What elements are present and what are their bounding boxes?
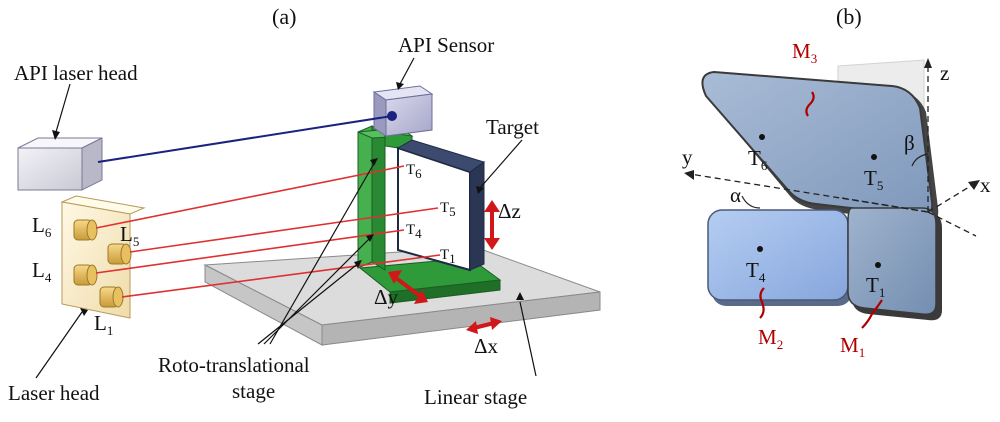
axis-z-label: z [940,61,949,85]
mirror-m2 [707,209,852,306]
target-point-t4: T4 [406,222,422,241]
api-sensor-label: API Sensor [398,33,494,57]
alpha-label: α [730,183,741,207]
api-laser-head [17,137,103,191]
mirror-point-t1: T1 [866,273,885,300]
laser-emitter-l1 [99,286,124,308]
mirror-m1 [847,207,942,321]
axis-ref-line-2 [841,197,929,213]
axis-y-label: y [682,145,693,169]
panel-b-label: (b) [836,4,862,29]
callout-lines [35,57,537,379]
axis-y-line [689,173,929,213]
laser-head-label: Laser head [8,381,100,405]
beta-arc [911,153,929,167]
axes [689,64,977,237]
laser-emitter-l4 [73,264,98,286]
mirror-m3 [701,70,939,224]
laser-beams [95,165,441,298]
laser-emitter-l6 [73,219,98,241]
laser-emitter-l5 [107,243,132,265]
roto-translational-label-line1: Roto-translational [158,353,310,377]
mirror-point-t6: T6 [748,146,768,173]
mirror-label-m3: M3 [792,39,817,66]
dot-t1 [875,262,881,268]
target-point-t1: T1 [440,247,456,266]
target-point-t6: T6 [406,162,422,181]
dy-label: Δy [374,285,399,309]
beam-l4-t4 [95,229,405,274]
laser-label-l1: L1 [94,311,113,338]
beam-l1-t1 [121,254,441,298]
mirror-point-t5: T5 [864,166,883,193]
laser-label-l4: L4 [32,258,52,285]
dot-t5 [871,154,877,160]
dot-t6 [759,134,765,140]
mirror-callout-lines [759,91,883,329]
axis-x-label: x [980,173,991,197]
target-point-t5: T5 [440,200,456,219]
mirror-point-t4: T4 [746,258,766,285]
axis-arrowheads [684,58,980,190]
beam-l6-t6 [95,165,405,229]
dz-arrow [484,200,500,250]
api-laser-head-label: API laser head [14,61,138,85]
axis-ref-line [927,211,977,237]
beam-l5-t5 [129,207,439,253]
alpha-arc [741,195,761,209]
dy-arrow [388,270,428,304]
dot-t4 [757,246,763,252]
panel-a-label: (a) [272,4,296,29]
mirror-label-m1: M1 [840,333,865,360]
laser-label-l6: L6 [32,213,52,240]
callout-arrowheads [52,82,524,316]
roto-translational-label-line2: stage [232,379,275,403]
api-beam [97,115,393,163]
dz-label: Δz [498,199,521,223]
beta-label: β [904,131,915,155]
mirror-label-m2: M2 [758,325,783,352]
linear-stage-label: Linear stage [424,385,527,409]
api-sensor [372,85,434,137]
dx-label: Δx [474,334,499,358]
dx-arrow [466,317,502,334]
laser-label-l5: L5 [120,222,139,249]
axis-x-line [927,183,975,213]
target-label: Target [486,115,539,139]
